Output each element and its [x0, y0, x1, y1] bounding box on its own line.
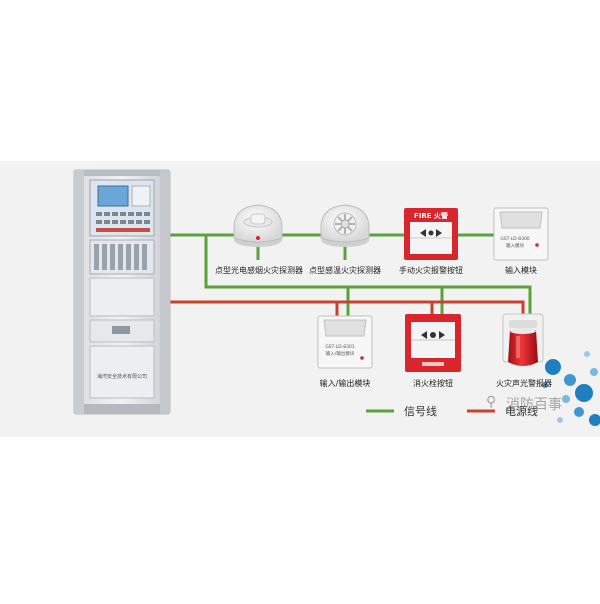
- sound-light-alarm-label: 火灾声光警报器: [496, 379, 552, 388]
- call-point-fire-label: FIRE 火警: [414, 211, 448, 220]
- input-module: [493, 207, 549, 261]
- input-module-code: GST-LD-8300: [500, 236, 529, 242]
- decorative-dots: [542, 351, 600, 426]
- cabinet-manufacturer-label: 海湾安全技术有限公司: [97, 373, 147, 380]
- hydrant-button: [405, 314, 461, 372]
- watermark: ⚲ 消防百事: [486, 392, 586, 414]
- input-module-name: 输入模块: [506, 242, 524, 249]
- wechat-icon: ⚲: [486, 394, 497, 410]
- hydrant-button-label: 消火栓按钮: [413, 379, 453, 388]
- watermark-text: 消防百事: [506, 397, 562, 413]
- smoke-detector: [233, 204, 283, 247]
- io-module-label: 输入/输出模块: [319, 379, 371, 388]
- fire-alarm-control-cabinet: [73, 169, 171, 415]
- power-lines: [168, 300, 525, 316]
- sound-light-alarm: [502, 313, 544, 366]
- input-module-label: 输入模块: [505, 266, 537, 275]
- io-module-name: 输入/输出模块: [326, 350, 355, 357]
- io-module: [317, 315, 373, 369]
- io-module-code: GST-LD-8301: [325, 344, 354, 350]
- manual-call-point: [404, 208, 458, 260]
- legend-power-label: 电源线: [505, 405, 538, 418]
- manual-call-point-label: 手动火灾报警按钮: [399, 266, 463, 275]
- legend-signal-label: 信号线: [404, 405, 437, 418]
- heat-detector: [320, 204, 370, 247]
- heat-detector-label: 点型感温火灾探测器: [309, 266, 381, 275]
- smoke-detector-label: 点型光电感烟火灾探测器: [215, 266, 303, 275]
